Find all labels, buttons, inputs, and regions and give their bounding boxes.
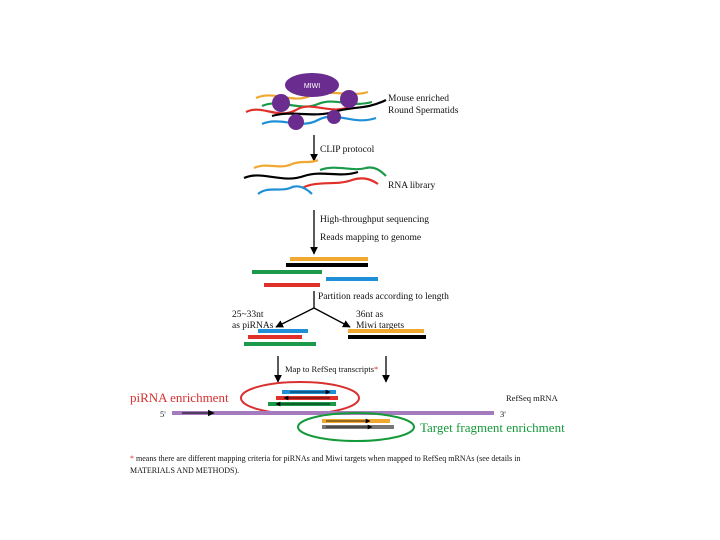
read-bar bbox=[258, 329, 308, 333]
pirna-length-label: 25~33nt bbox=[232, 310, 264, 320]
protein-bead bbox=[340, 90, 358, 108]
miwi-targets-label: Miwi targets bbox=[356, 321, 404, 331]
read-bar bbox=[264, 283, 320, 287]
read-bar bbox=[348, 329, 424, 333]
miwi-label: MIWI bbox=[304, 83, 320, 90]
footnote-line-2: MATERIALS AND METHODS). bbox=[130, 466, 239, 475]
footnote-line-1: * means there are different mapping crit… bbox=[130, 454, 521, 463]
pirna-reads bbox=[244, 329, 316, 346]
hts-label: High-throughput sequencing bbox=[320, 215, 429, 225]
arrow-to-pirnas bbox=[275, 307, 315, 328]
read-bar bbox=[252, 270, 322, 274]
reads-mapping-label: Reads mapping to genome bbox=[320, 233, 421, 243]
refseq-mrna-label: RefSeq mRNA bbox=[506, 393, 559, 403]
arrow-to-targets bbox=[313, 307, 351, 328]
read-bar bbox=[286, 263, 368, 267]
target-enrichment-label: Target fragment enrichment bbox=[420, 420, 565, 435]
miwi-rna-complex: MIWI Mouse enriched Round Spermatids bbox=[245, 73, 459, 130]
protein-bead bbox=[327, 110, 341, 124]
target-alignments bbox=[322, 418, 394, 430]
read-bar bbox=[244, 342, 316, 346]
refseq-mrna-line bbox=[172, 409, 494, 417]
mapped-reads bbox=[252, 257, 378, 287]
read-bar bbox=[326, 277, 378, 281]
partition-label: Partition reads according to length bbox=[318, 292, 449, 302]
pirna-as-label: as piRNAs bbox=[232, 321, 274, 331]
rna-library-strands: RNA library bbox=[243, 158, 435, 195]
protein-bead bbox=[288, 114, 304, 130]
target-enrichment-circle bbox=[297, 412, 415, 442]
round-spermatids-label: Round Spermatids bbox=[388, 106, 459, 116]
miwi-protein-shape bbox=[285, 73, 339, 97]
target-length-label: 36nt as bbox=[356, 310, 383, 320]
target-reads bbox=[348, 329, 426, 339]
pirna-alignments bbox=[268, 389, 338, 407]
three-prime-label: 3' bbox=[500, 409, 506, 419]
read-bar bbox=[290, 257, 368, 261]
map-refseq-label: Map to RefSeq transcripts* bbox=[285, 364, 378, 374]
five-prime-label: 5' bbox=[160, 409, 166, 419]
mouse-enriched-label: Mouse enriched bbox=[388, 94, 449, 104]
read-bar bbox=[248, 335, 302, 339]
protein-bead bbox=[272, 94, 290, 112]
pirna-enrichment-label: piRNA enrichment bbox=[130, 390, 229, 405]
clip-protocol-label: CLIP protocol bbox=[320, 145, 375, 155]
read-bar bbox=[348, 335, 426, 339]
rna-library-label: RNA library bbox=[388, 181, 435, 191]
